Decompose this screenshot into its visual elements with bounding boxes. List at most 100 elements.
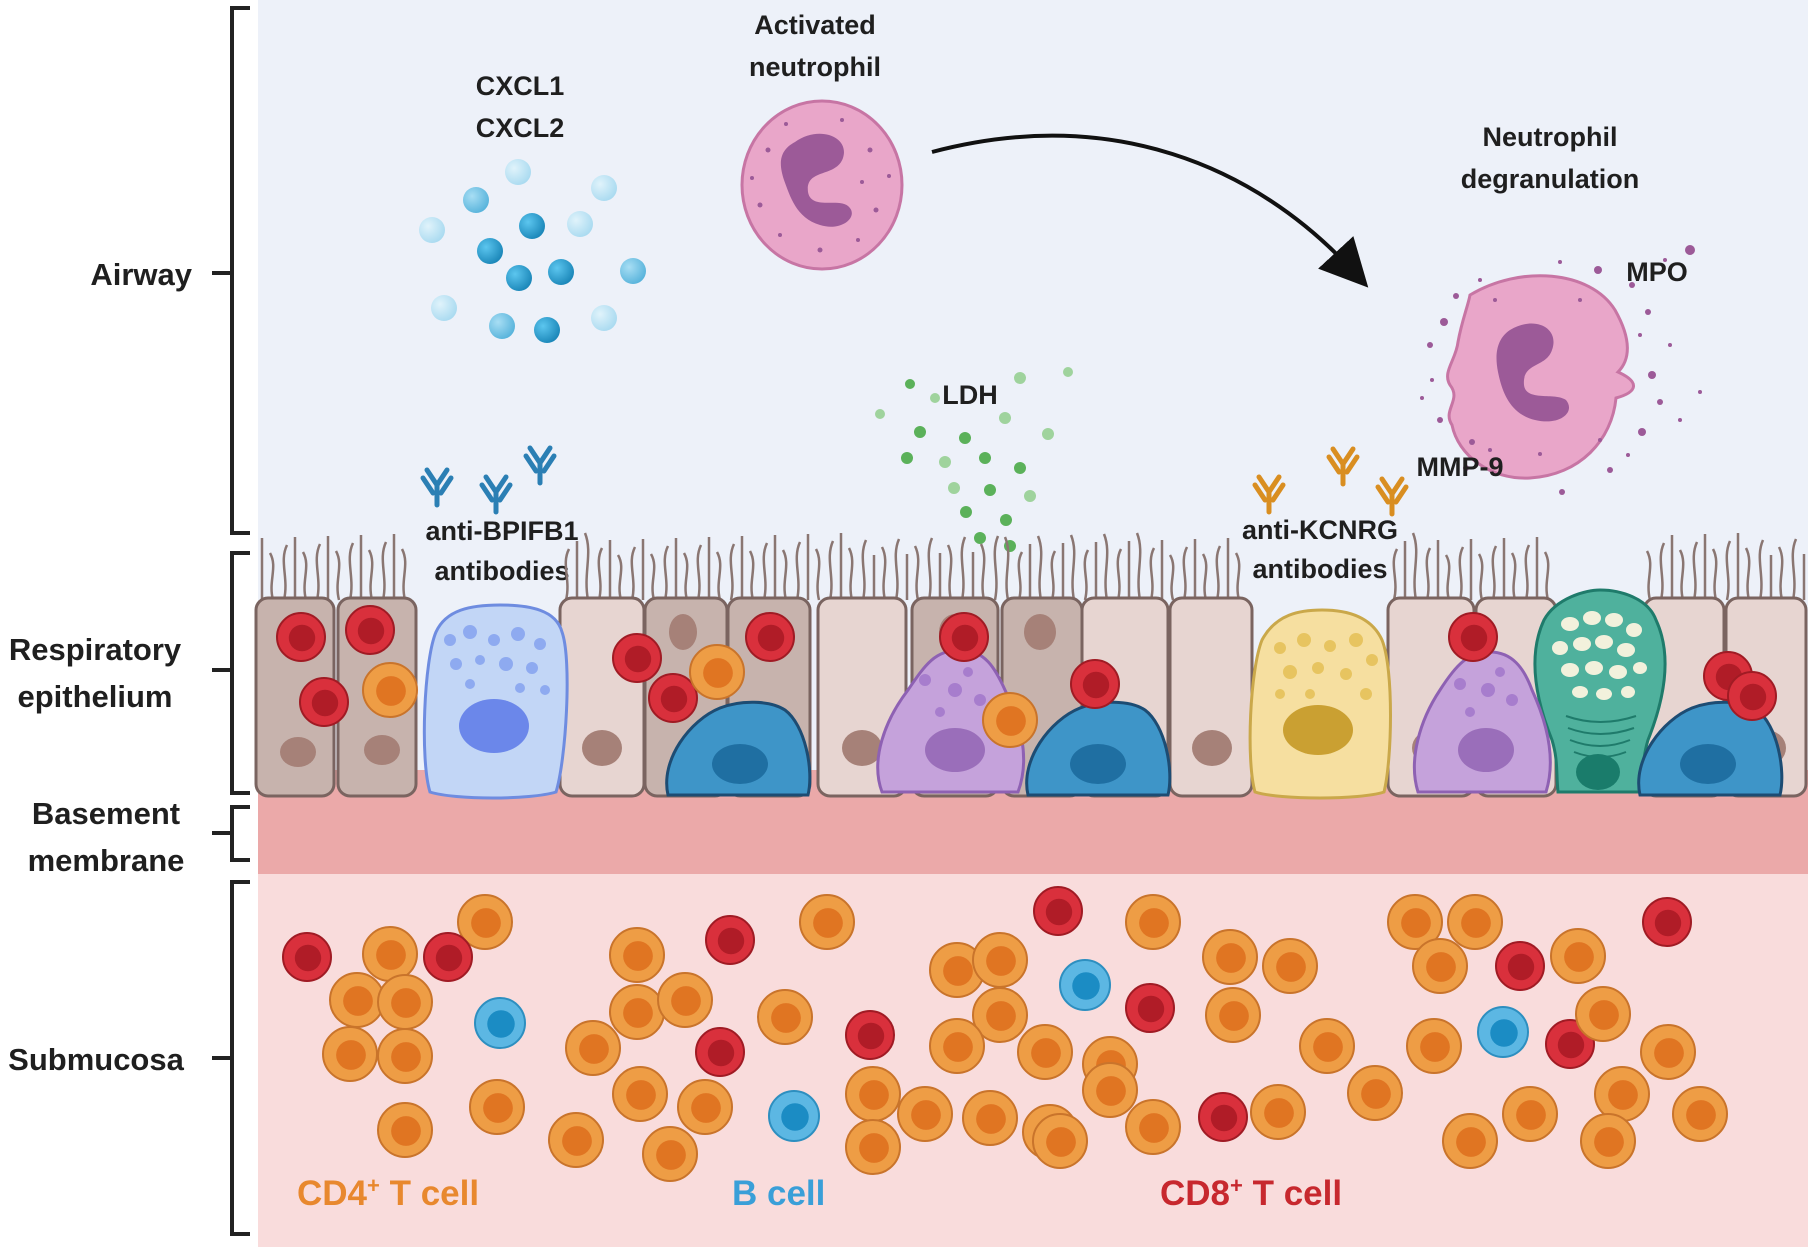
cd4-cell (1250, 1084, 1306, 1140)
cd4-cell (845, 1066, 901, 1122)
submucosa-immune-cells (282, 886, 1728, 1182)
epithelial-cilia (260, 532, 1806, 601)
degranulation-label-line2: degranulation (1461, 164, 1640, 194)
cd4-cell (362, 662, 418, 718)
epithelium-label-line2: epithelium (17, 679, 172, 714)
cd4-cell (1125, 894, 1181, 950)
cd8-cell (1033, 886, 1083, 936)
cd4-cell (962, 1090, 1018, 1146)
activated-neutrophil-label-line1: Activated (754, 10, 876, 40)
legend-bcell-label: B cell (732, 1174, 825, 1213)
legend-cd8-suffix: T cell (1243, 1174, 1342, 1213)
cd4-cell (1205, 987, 1261, 1043)
degranulation-label-line1: Neutrophil (1483, 122, 1618, 152)
cd4-cell (457, 894, 513, 950)
mpo-label: MPO (1626, 257, 1688, 287)
cd4-cell (689, 644, 745, 700)
submucosa-label: Submucosa (8, 1042, 184, 1077)
cd4-cell (1299, 1018, 1355, 1074)
cd8-cell (845, 1010, 895, 1060)
cd4-cell (1347, 1065, 1403, 1121)
cd4-cell (657, 972, 713, 1028)
cd8-cell (276, 612, 326, 662)
cd4-cell (377, 974, 433, 1030)
cd4-cell (799, 894, 855, 950)
cd4-cell (469, 1079, 525, 1135)
airway-label: Airway (90, 257, 192, 292)
degranulating-neutrophil-cell (1420, 245, 1702, 495)
cd4-cell (1580, 1113, 1636, 1169)
basement-label-line1: Basement (32, 796, 180, 831)
chemokine-label-line2: CXCL2 (476, 113, 565, 143)
cd4-cell (377, 1102, 433, 1158)
anti-kcnrg-label-line1: anti-KCNRG (1242, 515, 1398, 545)
chemokine-particles (419, 159, 646, 343)
cd4-cell (1202, 929, 1258, 985)
cd4-cell (677, 1079, 733, 1135)
legend-cd8-label: CD8 (1160, 1174, 1230, 1213)
cd4-cell (1082, 1062, 1138, 1118)
mmp9-label: MMP-9 (1417, 452, 1504, 482)
cd4-cell (1442, 1113, 1498, 1169)
anti-kcnrg-label-line2: antibodies (1252, 554, 1387, 584)
cd4-cell (1550, 928, 1606, 984)
cd8-cell (1070, 659, 1120, 709)
cd8-cell (1198, 1092, 1248, 1142)
cd8-cell (299, 677, 349, 727)
cd4-cell (929, 1018, 985, 1074)
epithelial-cells (254, 588, 1808, 800)
legend-cd4-label: CD4 (297, 1174, 368, 1213)
anti-kcnrg-antibodies (1252, 446, 1409, 517)
cd8-cell (1727, 671, 1777, 721)
cd4-cell (972, 987, 1028, 1043)
anti-bpifb1-label-line2: antibodies (434, 556, 569, 586)
cd4-cell (1640, 1024, 1696, 1080)
cd8-cell (1125, 983, 1175, 1033)
cd4-cell (642, 1126, 698, 1182)
region-brackets (212, 6, 250, 1236)
b-cell (1477, 1006, 1529, 1058)
cd4-cell (897, 1086, 953, 1142)
cd4-cell (982, 692, 1038, 748)
cd8-cell (423, 932, 473, 982)
cd8-cell (1448, 612, 1498, 662)
ldh-label: LDH (942, 380, 998, 410)
epithelial-infiltrating-cells (276, 605, 1777, 748)
cd4-cell (1575, 986, 1631, 1042)
b-cell (1059, 959, 1111, 1011)
activated-neutrophil-cell (740, 99, 904, 271)
cd4-cell (1262, 938, 1318, 994)
b-cell (474, 997, 526, 1049)
cd8-cell (705, 915, 755, 965)
cd4-cell (1406, 1018, 1462, 1074)
cd4-cell (845, 1119, 901, 1175)
cd4-cell (1412, 938, 1468, 994)
cd4-cell (329, 972, 385, 1028)
cd4-cell (1502, 1086, 1558, 1142)
b-cell (768, 1090, 820, 1142)
cd4-cell (972, 932, 1028, 988)
cd4-cell (1672, 1086, 1728, 1142)
cd8-cell (282, 932, 332, 982)
legend-cd4-sup: + (367, 1173, 380, 1198)
legend-cd4-t-cell: CD4+ T cell (297, 1173, 479, 1214)
cd8-cell (648, 673, 698, 723)
cd4-cell (1387, 894, 1443, 950)
epithelium-label-line1: Respiratory (9, 632, 182, 667)
cd4-cell (377, 1028, 433, 1084)
activation-arrow (931, 133, 1369, 288)
activated-neutrophil-label-line2: neutrophil (749, 52, 881, 82)
anti-bpifb1-label-line1: anti-BPIFB1 (425, 516, 578, 546)
cd4-cell (1017, 1024, 1073, 1080)
anti-bpifb1-antibodies (420, 445, 557, 515)
cd4-cell (565, 1020, 621, 1076)
cd8-cell (1642, 897, 1692, 947)
cd4-cell (1594, 1066, 1650, 1122)
cd8-cell (1495, 941, 1545, 991)
cd8-cell (939, 612, 989, 662)
cd4-cell (322, 1026, 378, 1082)
cd4-cell (609, 984, 665, 1040)
legend-cd8-sup: + (1230, 1173, 1243, 1198)
cd4-cell (1032, 1113, 1088, 1169)
